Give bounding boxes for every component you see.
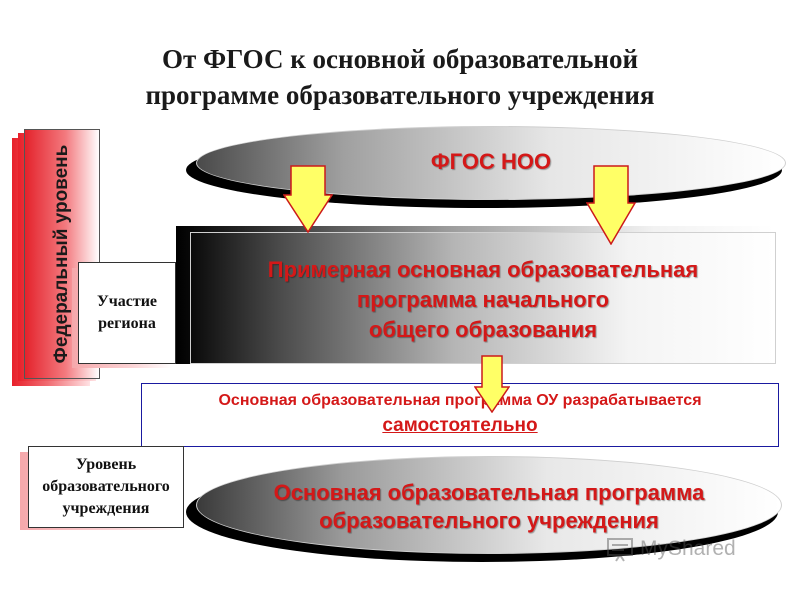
page-title-line-1: От ФГОС к основной образовательной xyxy=(161,44,639,74)
model-program-line-1: Примерная основная образовательная xyxy=(267,257,699,282)
fgos-label: ФГОС НОО xyxy=(430,149,552,174)
down-arrow-icon xyxy=(586,165,636,245)
watermark: MyShared xyxy=(606,534,736,564)
school-program-line-1: Основная образовательная программа xyxy=(273,480,705,505)
self-development-note-line-2: самостоятельно xyxy=(382,415,538,436)
school-level-label: Уровень образовательного учреждения xyxy=(42,456,170,517)
region-participation-label: Участие региона xyxy=(96,293,158,332)
model-program-box: Примерная основная образовательная прогр… xyxy=(190,232,776,364)
down-arrow-icon xyxy=(474,355,510,413)
region-participation-box: Участие региона xyxy=(78,262,176,364)
school-program-line-2: образовательного учреждения xyxy=(319,508,659,533)
down-arrow-icon xyxy=(283,165,333,233)
page-title-line-2: программе образовательного учреждения xyxy=(145,80,655,110)
presentation-icon xyxy=(607,538,633,562)
self-development-note-box: Основная образовательная программа ОУ ра… xyxy=(141,383,779,447)
self-development-note-line-1: Основная образовательная программа ОУ ра… xyxy=(218,392,702,409)
school-program-ellipse: Основная образовательная программа образ… xyxy=(196,456,782,554)
school-level-box: Уровень образовательного учреждения xyxy=(28,446,184,528)
model-program-line-3: общего образования xyxy=(368,317,598,342)
model-program-line-2: программа начального xyxy=(356,287,610,312)
watermark-text: MyShared xyxy=(640,537,736,560)
